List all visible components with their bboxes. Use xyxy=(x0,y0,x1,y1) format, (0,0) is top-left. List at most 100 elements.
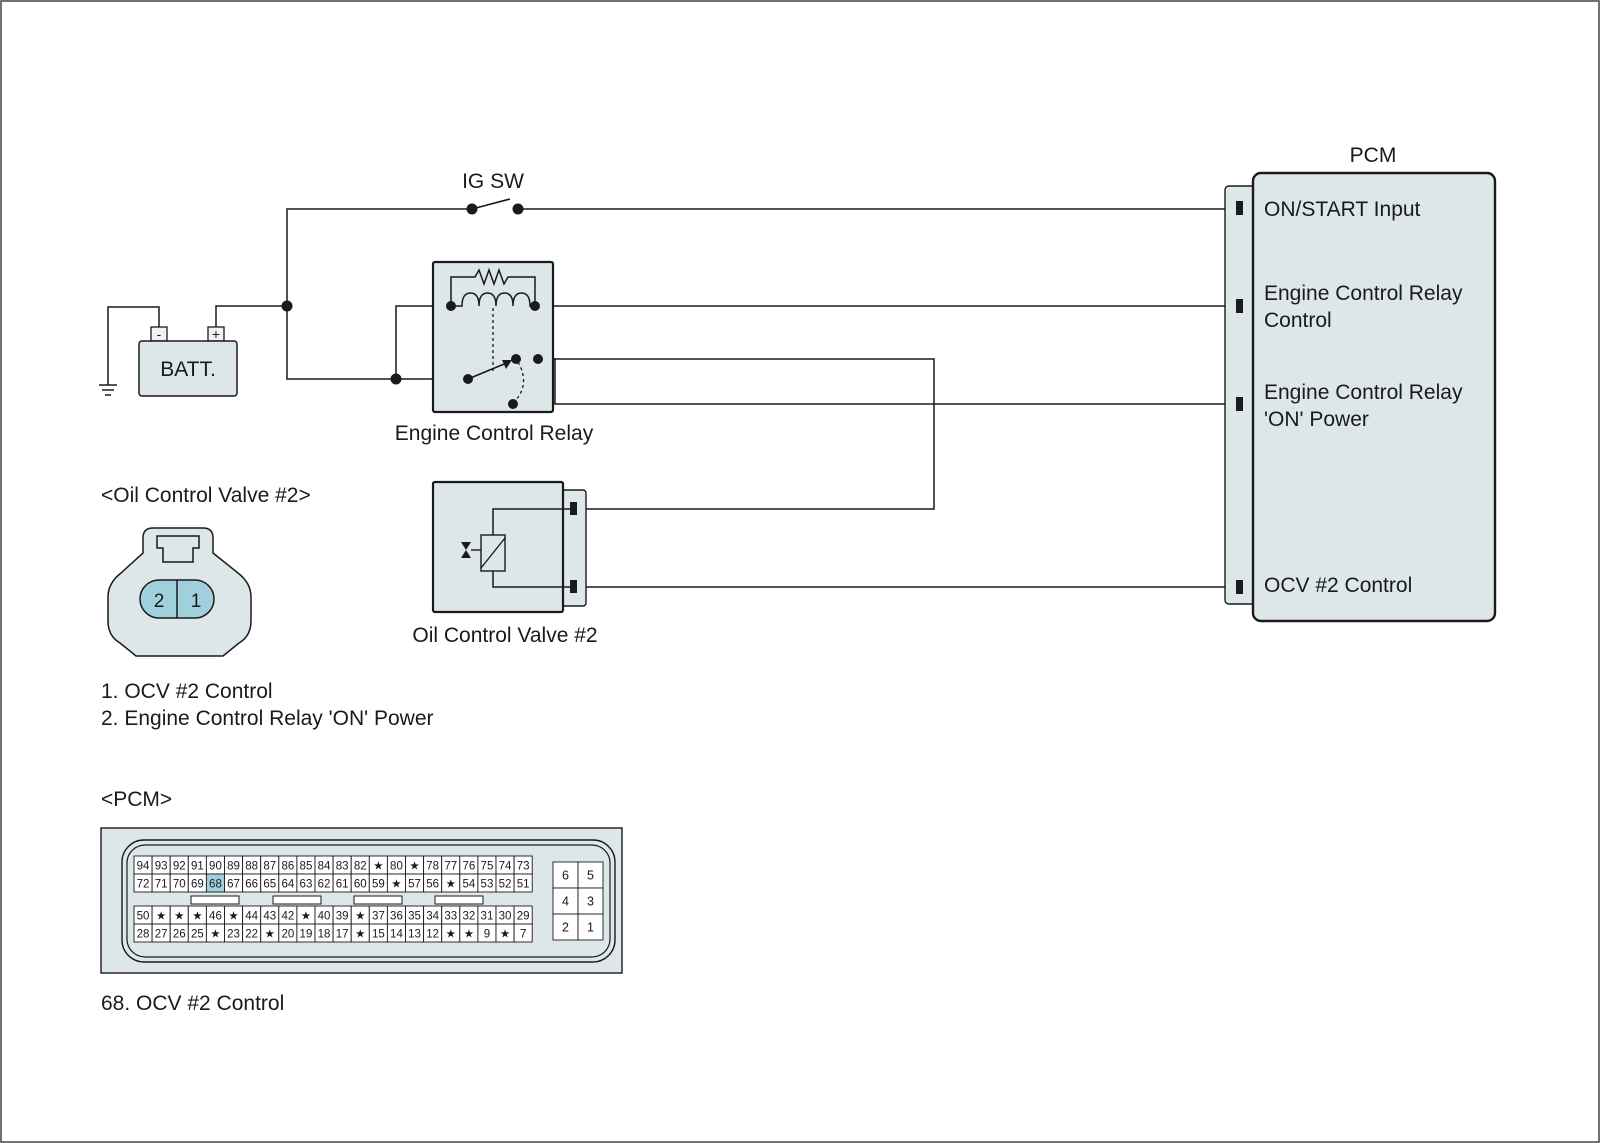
pcm-pin-number: ★ xyxy=(228,911,238,923)
pcm-pin-number: 25 xyxy=(191,929,204,941)
pcm-pin-ocv-control xyxy=(1236,580,1243,594)
pcm-pin-number: 27 xyxy=(155,929,168,941)
pcm-pin-label-on-start: ON/START Input xyxy=(1264,198,1421,221)
pcm-pin-number: 94 xyxy=(137,861,150,873)
pcm-pin-number: 34 xyxy=(426,911,439,923)
pcm-pin-number: ★ xyxy=(156,911,166,923)
pcm-connector-legend: 68. OCV #2 Control xyxy=(101,992,284,1015)
relay-switch-arrow xyxy=(502,360,512,369)
ignition-switch: IG SW xyxy=(462,170,524,215)
relay-to-ocv-wire xyxy=(538,358,935,510)
pcm-connector-key-3 xyxy=(353,895,403,905)
relay-label: Engine Control Relay xyxy=(395,422,594,445)
pcm-pin-number: 63 xyxy=(300,879,313,891)
junction-dots xyxy=(281,300,402,385)
relay-contact-no xyxy=(511,354,521,364)
pcm-pin-number: 14 xyxy=(390,929,403,941)
relay-coil xyxy=(451,292,535,307)
ocv-internal-wiring xyxy=(492,508,570,588)
ig-sw-blade xyxy=(471,198,511,210)
pcm-pin-number: 18 xyxy=(318,929,331,941)
relay-on-power-wire xyxy=(538,358,1236,405)
pcm-small-pin-number: 4 xyxy=(562,895,569,909)
battery: - + BATT. xyxy=(138,326,238,397)
pcm-pin-number: ★ xyxy=(192,911,202,923)
pcm-pin-on-start xyxy=(1236,201,1243,215)
pcm-connector-title: <PCM> xyxy=(101,788,172,811)
pcm-pin-number: ★ xyxy=(446,879,456,891)
ocv-connector-pin-2: 2 xyxy=(154,591,165,612)
valve-icon xyxy=(461,542,471,558)
ig-sw-wire xyxy=(286,208,472,306)
ocv-solenoid-diagonal xyxy=(480,537,506,569)
pcm-pin-number: 74 xyxy=(499,861,512,873)
pcm-pin-number: 54 xyxy=(462,879,475,891)
pcm-pin-number: 7 xyxy=(520,929,526,941)
relay-resistor xyxy=(450,267,536,306)
relay-feed-wire xyxy=(286,306,468,380)
ocv-pin-bottom xyxy=(570,580,577,593)
pcm-small-pin-number: 1 xyxy=(587,921,594,935)
pcm-pin-number: 32 xyxy=(462,911,475,923)
pcm-small-pin-number: 5 xyxy=(587,869,594,883)
pcm-pin-number: 52 xyxy=(499,879,512,891)
pcm-pin-number: 26 xyxy=(173,929,186,941)
oil-control-valve: Oil Control Valve #2 xyxy=(412,480,598,647)
pcm-pin-label-relay-control: Engine Control Relay xyxy=(1264,282,1463,305)
pcm-pin-number: ★ xyxy=(373,861,383,873)
pcm-pin-number: 31 xyxy=(481,911,494,923)
pcm-pin-number: 71 xyxy=(155,879,168,891)
battery-body xyxy=(138,340,238,397)
pcm-pin-number: 43 xyxy=(263,911,276,923)
pcm-pin-number: ★ xyxy=(500,929,510,941)
pcm-pin-number: 87 xyxy=(263,861,276,873)
pcm-pin-number: 60 xyxy=(354,879,367,891)
pcm-pin-number: 13 xyxy=(408,929,421,941)
pcm-pin-number: 59 xyxy=(372,879,385,891)
pcm-pin-cell xyxy=(513,923,533,943)
pcm-pin-number: 83 xyxy=(336,861,349,873)
pcm: PCM ON/START Input Engine Control Relay … xyxy=(1224,144,1497,623)
pcm-pin-number: 89 xyxy=(227,861,240,873)
pcm-pin-number: 17 xyxy=(336,929,349,941)
pcm-pin-number: 19 xyxy=(300,929,313,941)
pcm-small-pin-cell xyxy=(552,887,579,915)
pcm-pin-relay-control xyxy=(1236,299,1243,313)
pcm-pin-number: 90 xyxy=(209,861,222,873)
pcm-connector-key-2 xyxy=(272,895,322,905)
relay-coil-terminal-left xyxy=(446,301,456,311)
pcm-small-pin-number: 3 xyxy=(587,895,594,909)
pcm-pin-number: ★ xyxy=(301,911,311,923)
pcm-pin-number: 20 xyxy=(281,929,294,941)
pcm-pin-number: 42 xyxy=(281,911,294,923)
pcm-small-pin-cell xyxy=(577,887,604,915)
pcm-pin-number: 77 xyxy=(444,861,457,873)
pcm-pin-relay-on-power xyxy=(1236,397,1243,411)
pcm-pin-number: 66 xyxy=(245,879,258,891)
pcm-connector-key-1 xyxy=(190,895,240,905)
pcm-pin-number: 37 xyxy=(372,911,385,923)
pcm-pin-number: 51 xyxy=(517,879,530,891)
pcm-pin-number: 29 xyxy=(517,911,530,923)
pcm-pin-number: 35 xyxy=(408,911,421,923)
pcm-pin-number: 80 xyxy=(390,861,403,873)
ocv-connector-legend-1: 1. OCV #2 Control xyxy=(101,680,273,703)
pcm-pin-number: 30 xyxy=(499,911,512,923)
relay-switch-blade xyxy=(467,361,510,380)
pcm-pin-number: 84 xyxy=(318,861,331,873)
pcm-pin-number: ★ xyxy=(464,929,474,941)
pcm-pin-number: 72 xyxy=(137,879,150,891)
pcm-pin-label-relay-on-power-2: 'ON' Power xyxy=(1264,408,1369,431)
pcm-small-pin-cell xyxy=(577,913,604,941)
pcm-pin-number: 22 xyxy=(245,929,258,941)
battery-minus-sign: - xyxy=(157,326,162,342)
relay-coil-terminal-right xyxy=(530,301,540,311)
pcm-small-pin-number: 6 xyxy=(562,869,569,883)
pcm-box xyxy=(1251,171,1497,623)
pcm-pin-number: 23 xyxy=(227,929,240,941)
pcm-pin-number: 15 xyxy=(372,929,385,941)
battery-plus-sign: + xyxy=(212,326,220,342)
pcm-pin-number: 9 xyxy=(484,929,490,941)
pcm-pin-number: 92 xyxy=(173,861,186,873)
